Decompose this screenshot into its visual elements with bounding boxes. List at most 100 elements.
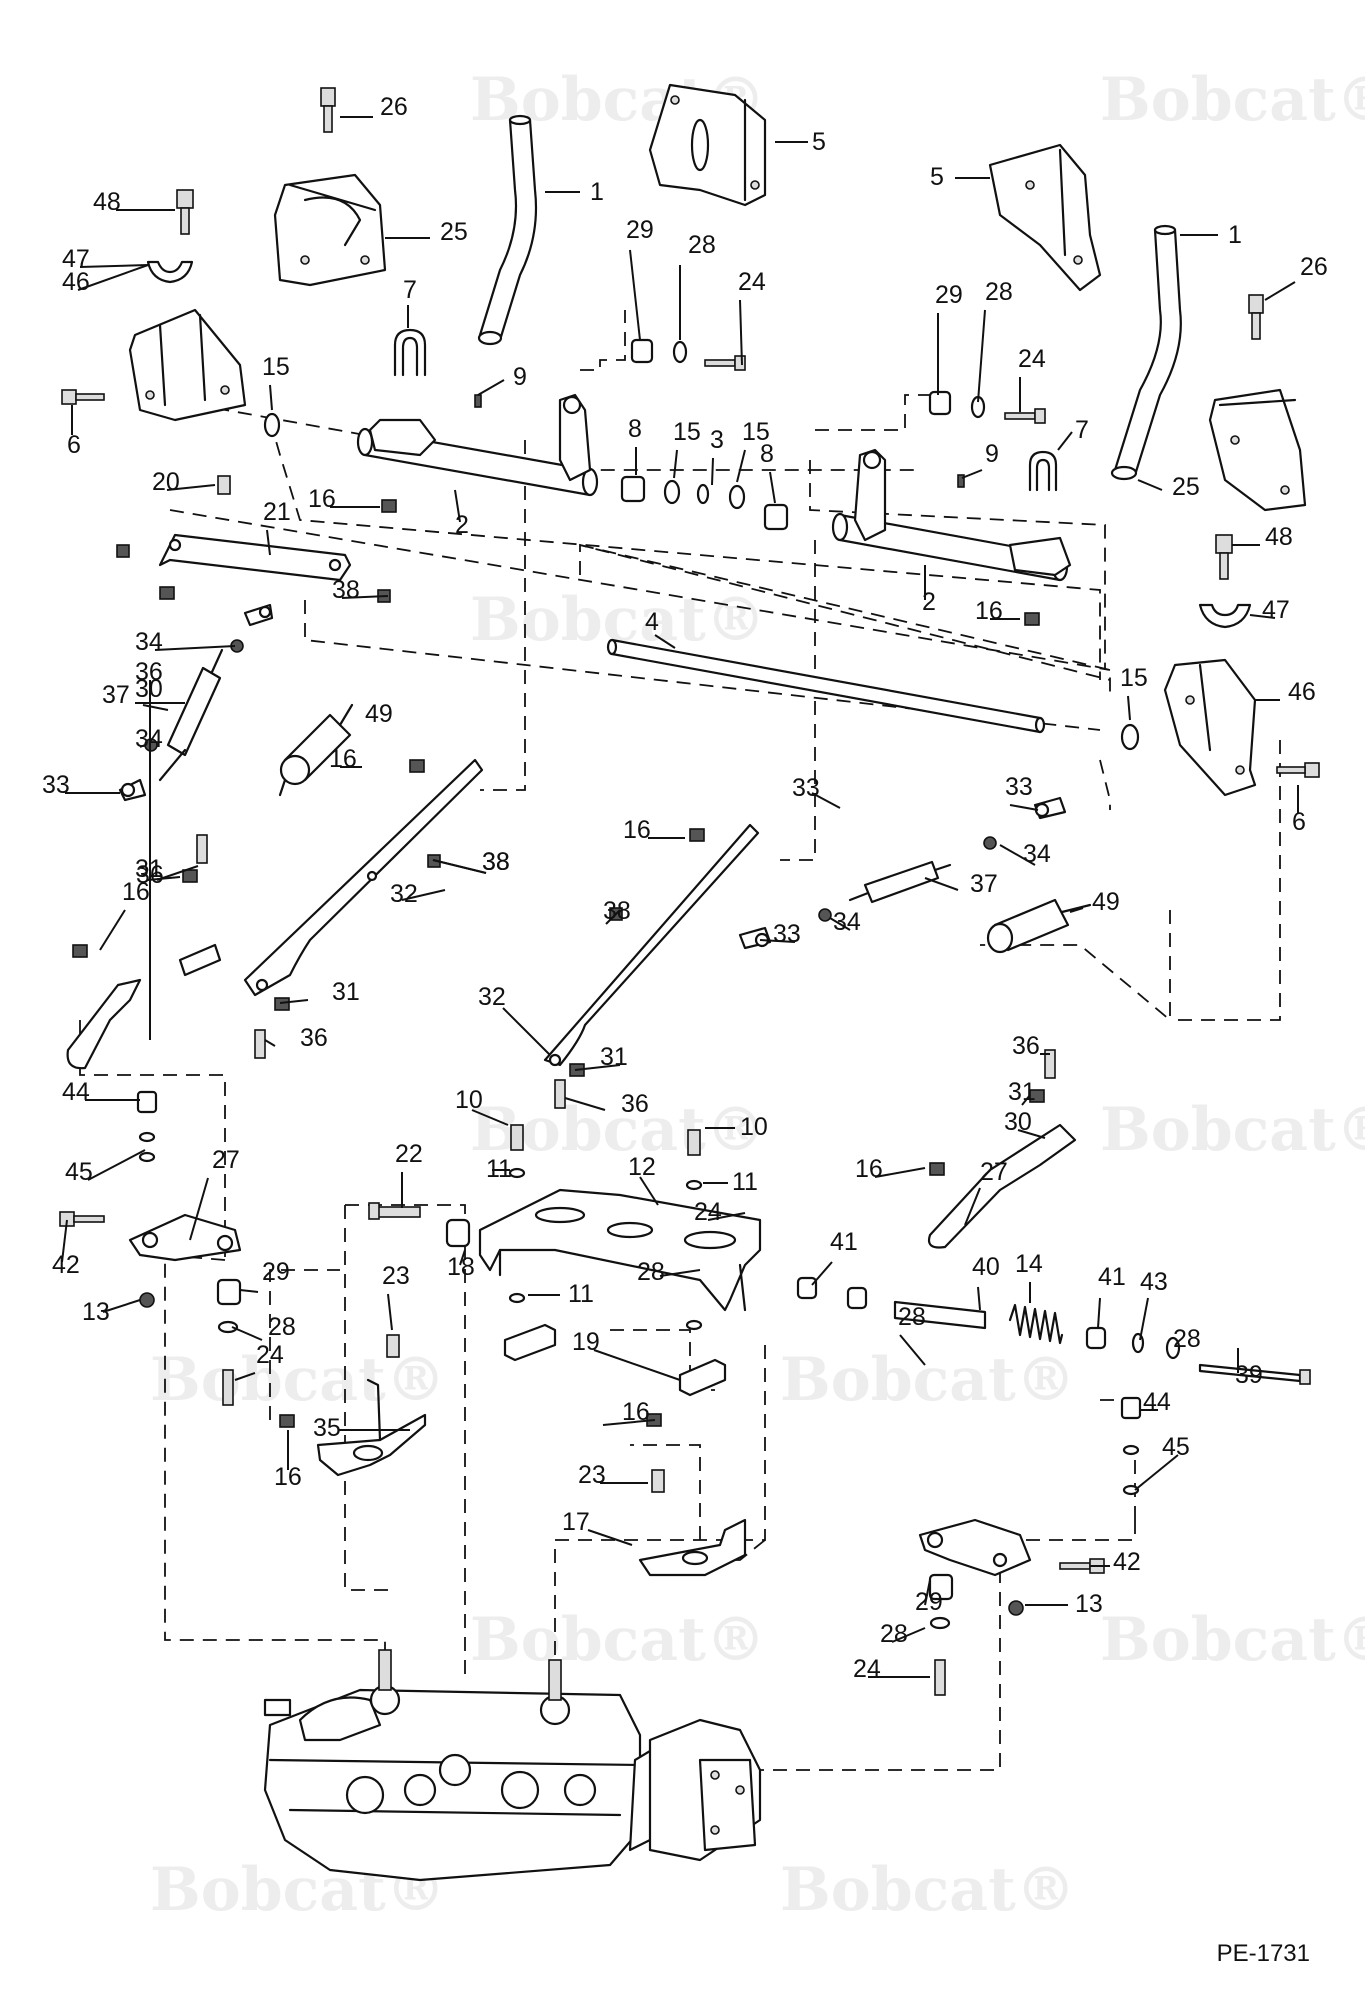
- part-12-main-bracket: [478, 1188, 762, 1312]
- callout-leader-line: [829, 917, 851, 931]
- callout-leader-line: [77, 264, 149, 291]
- callout-leader-line: [769, 471, 776, 504]
- callout-label: 7: [403, 276, 417, 304]
- callout-leader-line: [1069, 907, 1084, 913]
- callout-label: 3: [710, 426, 724, 454]
- part-47-clip-right: [1198, 603, 1252, 629]
- callout-label: 36: [136, 861, 164, 889]
- callout-label: 30: [1004, 1108, 1032, 1136]
- part-11-washer-group: [508, 1167, 703, 1331]
- part-28-washer-top-left: [672, 340, 688, 364]
- part-24-bolt-lower-left: [222, 1369, 234, 1406]
- callout-leader-line: [1097, 1297, 1101, 1329]
- part-45-washer-right: [1122, 1444, 1140, 1496]
- callout-label: 28: [1173, 1325, 1201, 1353]
- part-34-nut-group: [144, 639, 997, 922]
- part-24-bolt-lower-right: [934, 1659, 946, 1696]
- callout-leader-line: [231, 1326, 263, 1341]
- callout-label: 43: [1140, 1268, 1168, 1296]
- callout-label: 16: [855, 1155, 883, 1183]
- callout-label: 46: [62, 268, 90, 296]
- callout-label: 32: [390, 880, 418, 908]
- callout-label: 33: [1005, 773, 1033, 801]
- part-28-washer-lower-right: [929, 1616, 951, 1630]
- callout-label: 15: [262, 353, 290, 381]
- part-45-washer-left: [138, 1131, 156, 1163]
- callout-label: 40: [972, 1253, 1000, 1281]
- callout-label: 37: [970, 870, 998, 898]
- callout-label: 6: [67, 431, 81, 459]
- part-31-nut-group: [182, 869, 1045, 1103]
- callout-label: 16: [622, 1398, 650, 1426]
- callout-label: 24: [694, 1198, 722, 1226]
- callout-label: 36: [1012, 1032, 1040, 1060]
- callout-leader-line: [387, 1293, 393, 1331]
- callout-label: 29: [915, 1588, 943, 1616]
- callout-leader-line: [269, 384, 273, 411]
- callout-label: 29: [262, 1258, 290, 1286]
- callout-label: 15: [1120, 664, 1148, 692]
- callout-label: 24: [1018, 345, 1046, 373]
- callout-label: 29: [626, 216, 654, 244]
- part-6-bolt-left: [61, 389, 105, 405]
- part-29-bushing-top-left: [630, 338, 654, 364]
- part-29-bushing-lower-left: [216, 1278, 242, 1306]
- part-37-damper-right: [848, 860, 952, 904]
- callout-leader-line: [811, 792, 841, 809]
- callout-label: 48: [1265, 523, 1293, 551]
- callout-leader-line: [711, 457, 714, 486]
- watermark-text: Bobcat®: [150, 1345, 446, 1415]
- callout-leader-line: [1127, 695, 1131, 721]
- part-26-bolt-right: [1248, 294, 1264, 340]
- part-37-damper-left: [158, 648, 224, 782]
- part-17-bracket: [638, 1518, 747, 1577]
- callout-label: 1: [1228, 221, 1242, 249]
- callout-label: 2: [455, 511, 469, 539]
- callout-leader-line: [564, 1097, 606, 1111]
- callout-label: 31: [135, 855, 163, 883]
- callout-leader-line: [454, 489, 461, 523]
- callout-leader-line: [739, 299, 743, 366]
- part-1-right-control-lever: [1110, 224, 1182, 481]
- callout-label: 14: [1015, 1250, 1043, 1278]
- callout-label: 49: [1092, 888, 1120, 916]
- watermark-layer: Bobcat®Bobcat®Bobcat®Bobcat®Bobcat®Bobca…: [150, 65, 1365, 1925]
- callout-label: 49: [365, 700, 393, 728]
- part-46-bracket-right: [1163, 658, 1257, 797]
- callout-label: 24: [256, 1341, 284, 1369]
- part-44-cap-screw-left: [136, 1090, 158, 1114]
- callout-leader-line: [341, 595, 389, 599]
- part-29-bushing-lower-right: [928, 1573, 954, 1601]
- part-18-bushing: [445, 1218, 471, 1248]
- callout-label: 2: [922, 588, 936, 616]
- part-27-lever-arm-left: [128, 1213, 242, 1262]
- part-20-fitting: [217, 475, 231, 495]
- callout-leader-line: [477, 379, 505, 396]
- callout-label: 1: [590, 178, 604, 206]
- callout-label: 16: [122, 878, 150, 906]
- part-48-bolt-right: [1215, 534, 1233, 580]
- callout-label: 25: [1172, 473, 1200, 501]
- callout-label: 22: [395, 1140, 423, 1168]
- part-16-nut-group: [72, 499, 1040, 1428]
- callout-label: 28: [688, 231, 716, 259]
- part-25-lever-bracket-right: [1208, 388, 1307, 512]
- callout-leader-line: [1137, 479, 1163, 491]
- part-7-u-bolt-left: [393, 328, 427, 377]
- callout-label: 28: [985, 278, 1013, 306]
- callout-leader-line: [629, 249, 641, 341]
- callout-label: 13: [82, 1298, 110, 1326]
- callout-label: 8: [760, 440, 774, 468]
- callout-leader-line: [279, 999, 309, 1004]
- callout-leader-line: [142, 704, 169, 711]
- part-40-sleeve: [893, 1300, 987, 1330]
- part-8-bushing-left: [620, 475, 646, 503]
- callout-label: 11: [732, 1168, 758, 1196]
- callout-label: 11: [486, 1155, 512, 1183]
- callout-label: 4: [645, 608, 659, 636]
- callout-label: 28: [637, 1258, 665, 1286]
- part-13-nut-left: [139, 1292, 155, 1308]
- part-15-washer-center-right: [728, 484, 746, 510]
- watermark-text: Bobcat®: [780, 1345, 1076, 1415]
